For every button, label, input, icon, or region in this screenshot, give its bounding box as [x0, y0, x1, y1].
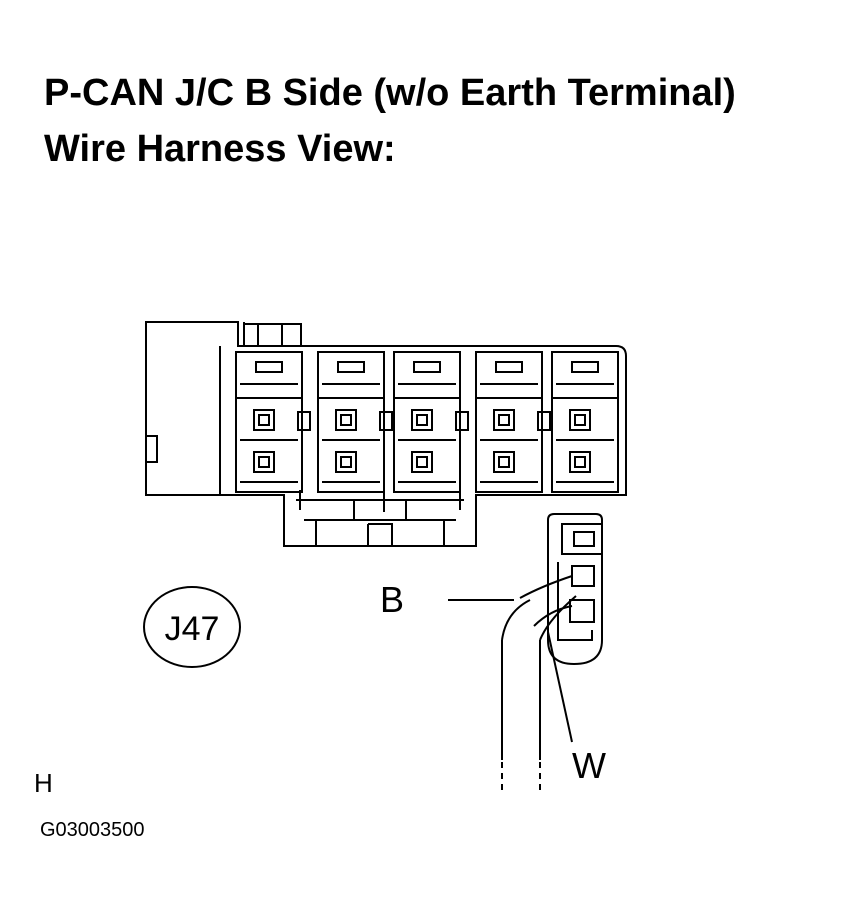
wire-label-w: W	[572, 745, 606, 786]
leader-w	[547, 631, 573, 743]
marker-h: H	[34, 768, 53, 798]
wire-bundle	[501, 575, 577, 790]
cavity-column	[551, 351, 619, 493]
connector-housing	[145, 321, 627, 547]
terminal-pin	[258, 456, 270, 468]
terminal-slot	[569, 409, 591, 431]
cavity-column	[393, 351, 469, 493]
harness-plug	[547, 513, 603, 666]
side-lock-tab	[145, 435, 158, 463]
terminal-pin	[340, 414, 352, 426]
title-line-1: P-CAN J/C B Side (w/o Earth Terminal)	[44, 72, 736, 114]
terminal-slot	[493, 451, 515, 473]
terminal-pin	[574, 456, 586, 468]
terminal-slot	[253, 409, 275, 431]
terminal-pin	[258, 414, 270, 426]
bottom-lock-ribs	[299, 490, 461, 512]
terminal-slot	[411, 409, 433, 431]
terminal-slot	[335, 451, 357, 473]
title-line-2: Wire Harness View:	[44, 128, 396, 170]
connector-code: J47	[165, 610, 220, 648]
terminal-slot	[253, 451, 275, 473]
cavity-column	[235, 351, 311, 493]
terminal-pin	[498, 456, 510, 468]
terminal-pin	[574, 414, 586, 426]
cavity-lock-tab	[455, 411, 469, 431]
terminal-pin	[416, 456, 428, 468]
terminal-pin	[340, 456, 352, 468]
wire-label-b: B	[380, 579, 404, 620]
top-latch	[243, 322, 302, 346]
terminal-pin	[416, 414, 428, 426]
connector-code-ellipse	[143, 586, 241, 668]
terminal-slot	[411, 451, 433, 473]
terminal-slot	[335, 409, 357, 431]
figure-code: G03003500	[40, 819, 145, 841]
cavity-column	[475, 351, 551, 493]
cavity-lock-tab	[379, 411, 393, 431]
terminal-pin	[498, 414, 510, 426]
cavity-column	[317, 351, 393, 493]
terminal-slot	[493, 409, 515, 431]
bottom-lock	[296, 499, 464, 546]
cavity-lock-tab	[297, 411, 311, 431]
terminal-slot	[569, 451, 591, 473]
cavity-lock-tab	[537, 411, 551, 431]
